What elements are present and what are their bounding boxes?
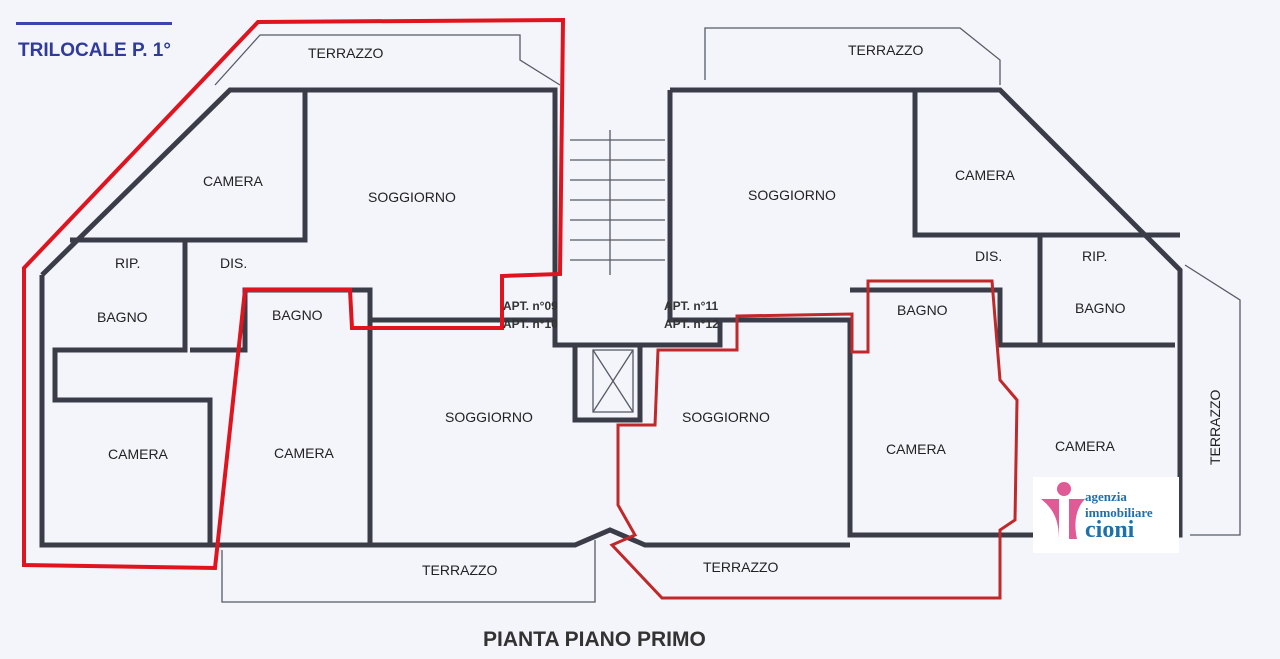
room-label: TERRAZZO <box>703 559 779 575</box>
room-label: TERRAZZO <box>1207 389 1223 465</box>
room-label: TERRAZZO <box>848 42 924 58</box>
room-label: SOGGIORNO <box>748 187 836 203</box>
room-labels: TERRAZZO TERRAZZO TERRAZZO TERRAZZO TERR… <box>97 42 1223 578</box>
walls <box>39 87 1183 548</box>
apt-label: APT. n°12 <box>664 317 719 331</box>
room-label: TERRAZZO <box>308 45 384 61</box>
room-label: CAMERA <box>1055 438 1116 454</box>
logo-mark-icon <box>1041 482 1085 539</box>
room-label: CAMERA <box>955 167 1016 183</box>
room-label: DIS. <box>975 248 1002 264</box>
room-label: SOGGIORNO <box>445 409 533 425</box>
room-label: CAMERA <box>274 445 335 461</box>
heading-underline <box>16 22 172 25</box>
apt-label: APT. n°09 <box>503 299 558 313</box>
room-label: CAMERA <box>203 173 264 189</box>
apt-label: APT. n°10 <box>503 317 558 331</box>
room-label: RIP. <box>1082 248 1107 264</box>
highlight-secondary-outline <box>609 279 1019 600</box>
room-label: CAMERA <box>886 441 947 457</box>
logo-line3: cioni <box>1085 517 1135 543</box>
room-label: SOGGIORNO <box>368 189 456 205</box>
room-label: TERRAZZO <box>422 562 498 578</box>
terrace-outlines <box>214 27 1241 603</box>
agency-logo: agenzia immobiliare cioni <box>1033 477 1179 553</box>
page-heading: TRILOCALE P. 1° <box>18 40 171 61</box>
room-label: BAGNO <box>97 309 148 325</box>
room-label: DIS. <box>220 255 247 271</box>
plan-title: PIANTA PIANO PRIMO <box>483 628 706 651</box>
room-label: BAGNO <box>1075 300 1126 316</box>
logo-line2: immobiliare <box>1085 505 1153 520</box>
apt-label: APT. n°11 <box>664 299 718 313</box>
room-label: BAGNO <box>272 307 323 323</box>
room-label: SOGGIORNO <box>682 409 770 425</box>
apartment-labels: APT. n°09 APT. n°10 APT. n°11 APT. n°12 <box>503 299 719 331</box>
room-label: CAMERA <box>108 446 169 462</box>
room-label: RIP. <box>115 255 140 271</box>
room-label: BAGNO <box>897 302 948 318</box>
logo-line1: agenzia <box>1085 489 1127 504</box>
highlight-trilocale-outline <box>22 17 566 571</box>
